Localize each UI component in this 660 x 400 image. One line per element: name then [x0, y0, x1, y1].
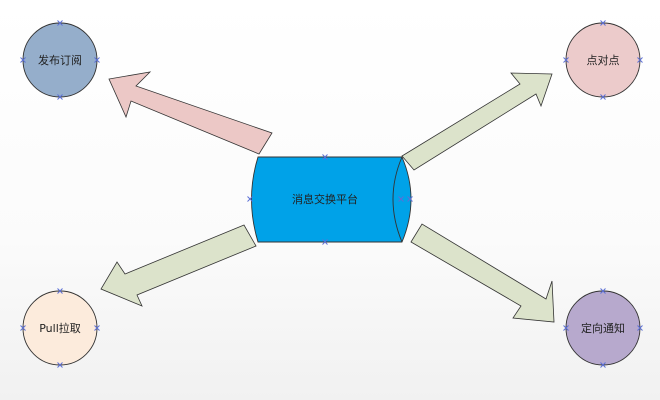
connection-handle-icon — [57, 94, 63, 100]
connection-handle-icon — [57, 20, 63, 26]
connection-handle-icon — [600, 94, 606, 100]
connection-handle-icon — [637, 57, 643, 63]
node-pull[interactable]: Pull拉取 — [22, 290, 98, 366]
node-notify-label: 定向通知 — [581, 321, 625, 335]
connection-handle-icon — [247, 196, 253, 202]
cylinder-cap-curve — [392, 156, 403, 243]
arrow-to-notify[interactable] — [410, 223, 555, 323]
node-pull-label: Pull拉取 — [39, 321, 81, 335]
node-pubsub[interactable]: 发布订阅 — [22, 22, 98, 98]
connection-handle-icon — [322, 239, 328, 245]
connection-handle-icon — [563, 325, 569, 331]
connection-handle-icon — [563, 57, 569, 63]
connection-handle-icon — [398, 196, 404, 202]
connection-handles — [20, 20, 643, 368]
connection-handle-icon — [57, 362, 63, 368]
node-notify[interactable]: 定向通知 — [565, 290, 641, 366]
connection-handle-icon — [600, 288, 606, 294]
arrow-to-p2p[interactable] — [401, 72, 553, 171]
connection-handle-icon — [407, 196, 413, 202]
node-p2p-label: 点对点 — [587, 53, 620, 67]
connection-handle-icon — [94, 57, 100, 63]
connection-handle-icon — [20, 57, 26, 63]
message-exchange-platform[interactable]: 消息交换平台 — [251, 156, 412, 243]
node-p2p[interactable]: 点对点 — [565, 22, 641, 98]
connection-handle-icon — [600, 362, 606, 368]
node-pubsub-label: 发布订阅 — [38, 53, 82, 67]
arrow-to-pubsub[interactable] — [108, 71, 273, 155]
connection-handle-icon — [57, 288, 63, 294]
connection-handle-icon — [637, 325, 643, 331]
connection-handle-icon — [20, 325, 26, 331]
arrow-to-pull[interactable] — [100, 224, 257, 307]
center-label: 消息交换平台 — [292, 192, 358, 206]
connection-handle-icon — [94, 325, 100, 331]
connection-handle-icon — [322, 154, 328, 160]
connection-handle-icon — [600, 20, 606, 26]
